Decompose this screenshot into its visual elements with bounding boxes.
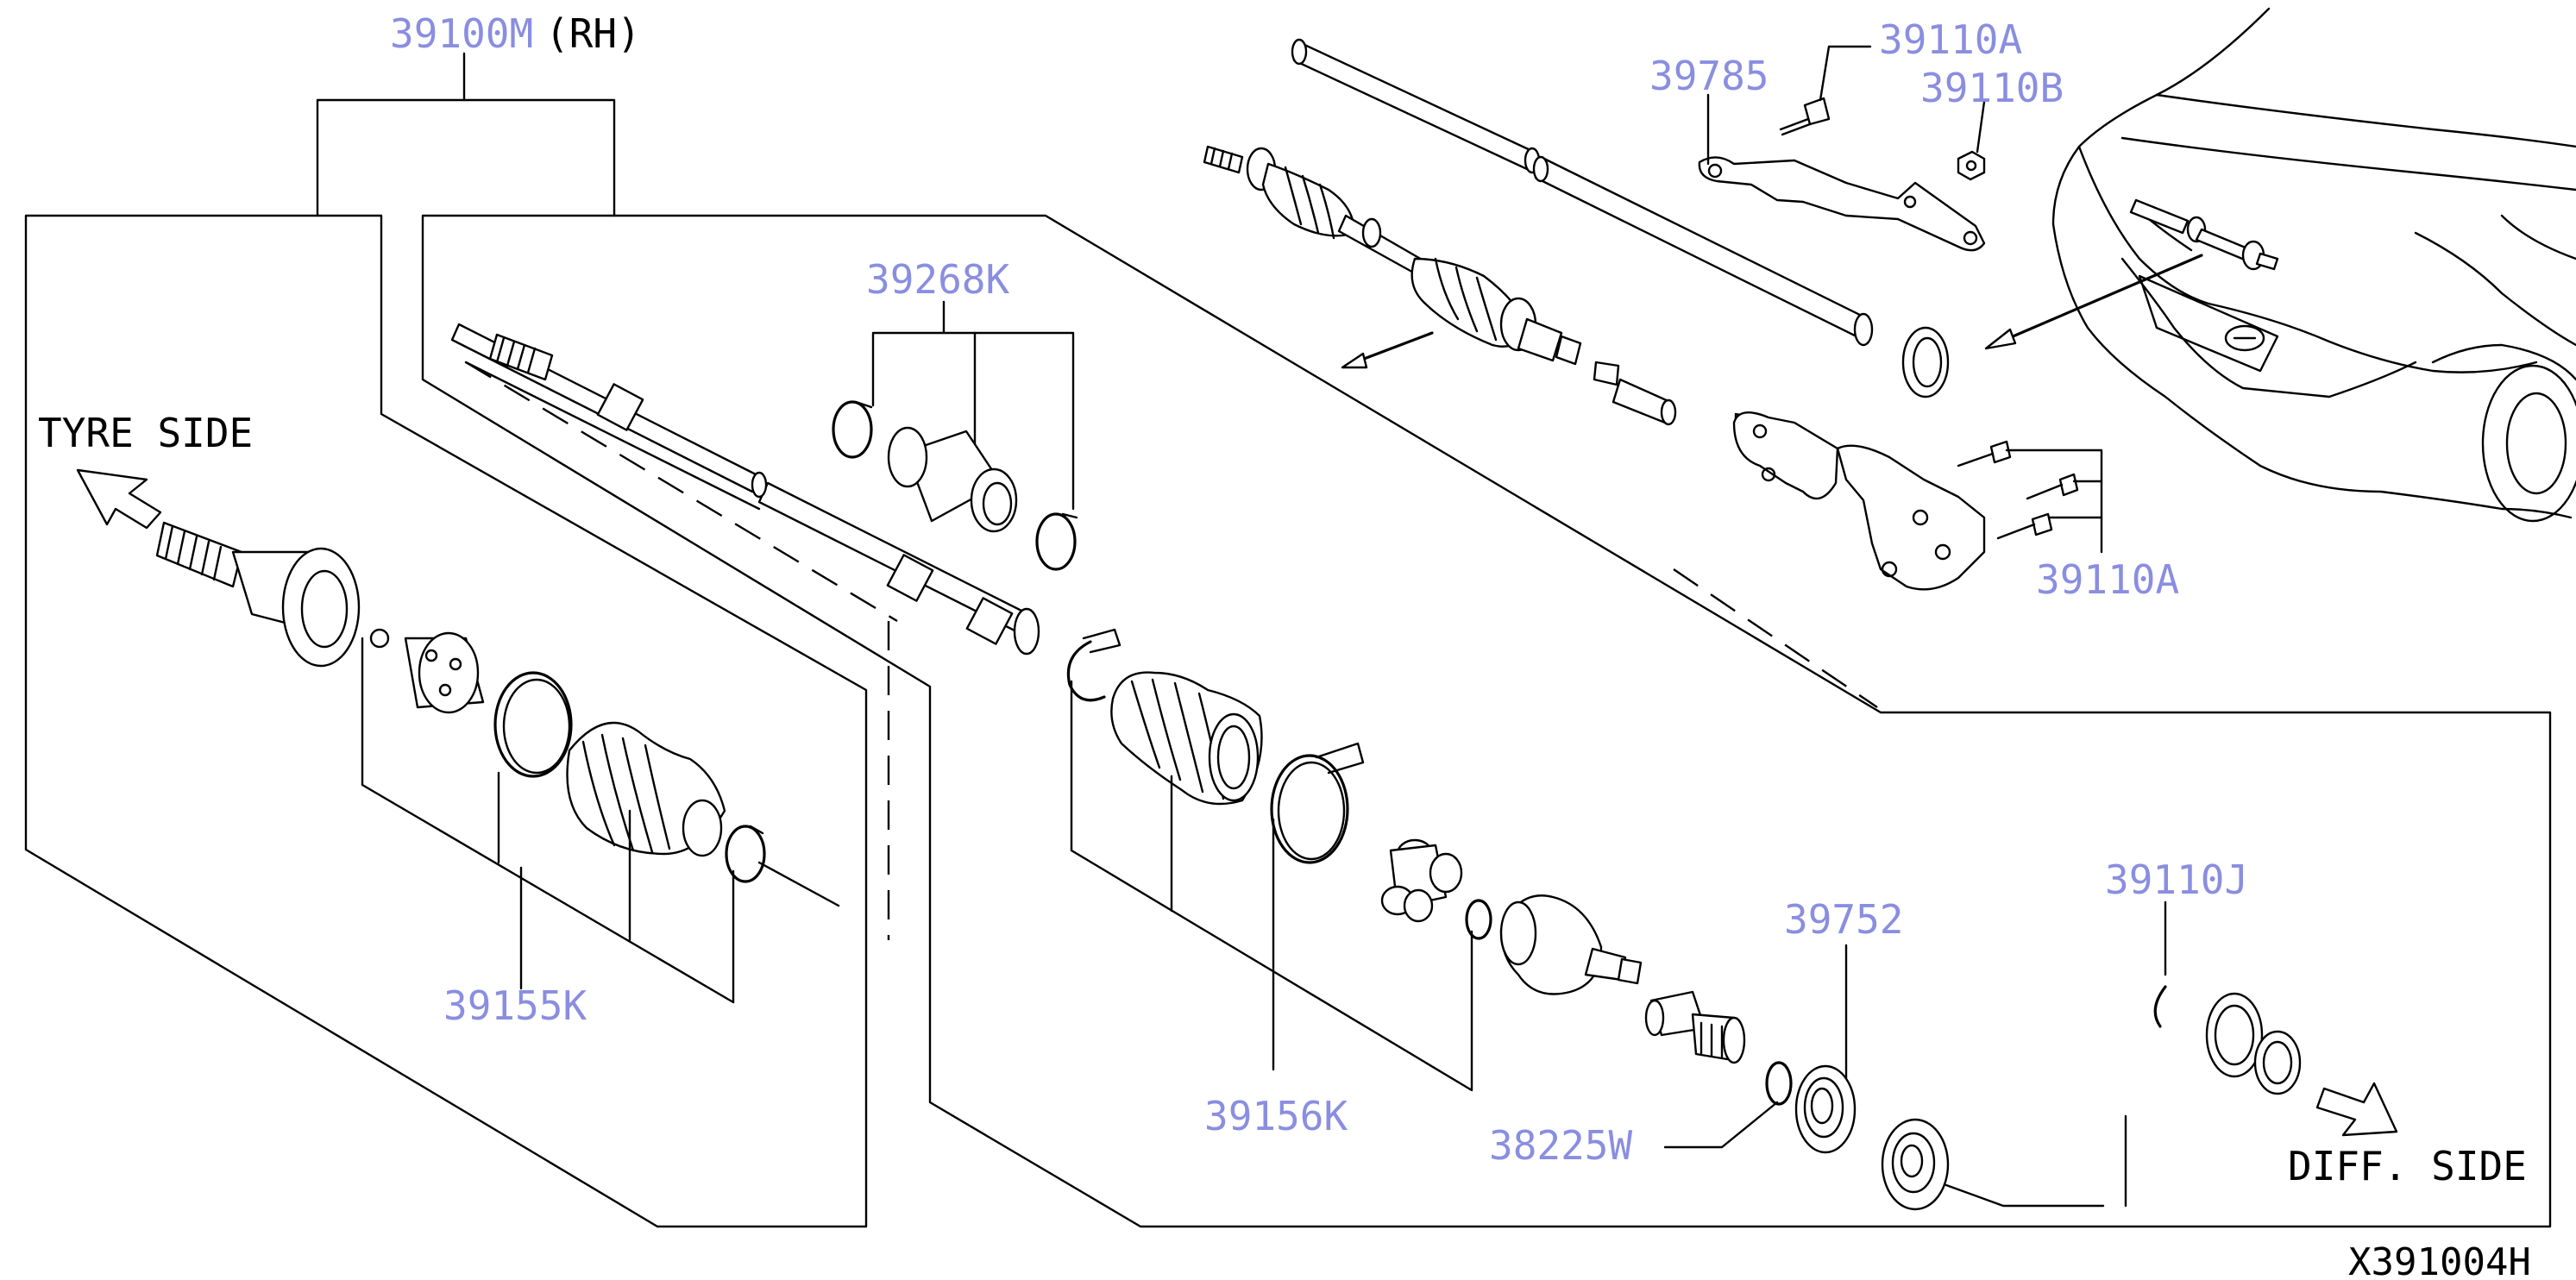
- band-kit-clamp-left: [832, 400, 873, 459]
- bearing: [1794, 1064, 1857, 1154]
- outer-boot-band-large: [493, 671, 573, 778]
- upper-bolt-leader: [1819, 45, 1872, 102]
- retainer-number[interactable]: 39110J: [2105, 856, 2248, 903]
- diff-side-group-outline: [421, 214, 2552, 1228]
- outer-boot-band-small: [725, 825, 766, 883]
- seal-ring: [1901, 326, 1950, 398]
- nut-leader: [1976, 100, 1986, 154]
- upper-bolt: [1779, 97, 1831, 136]
- band-kit-number[interactable]: 39268K: [866, 256, 1009, 303]
- vehicle-front-illustration: [2051, 7, 2576, 523]
- drawing-code: X391004H: [2348, 1240, 2531, 1280]
- outer-cv-joint: [155, 521, 390, 668]
- hidden-line-dashes: [465, 361, 1878, 940]
- diff-boot-kit-number[interactable]: 39156K: [1204, 1093, 1348, 1139]
- nut-number[interactable]: 39110B: [1920, 65, 2064, 111]
- diff-side-label: DIFF. SIDE: [2288, 1143, 2527, 1189]
- tyre-side-group-outline: [24, 214, 868, 1228]
- tyre-boot-kit-number[interactable]: 39155K: [443, 982, 587, 1029]
- tripod-joint: [1380, 838, 1463, 923]
- tyre-side-arrow-icon: [76, 468, 162, 530]
- assembled-shaft-view: [1291, 38, 1874, 347]
- inner-cv-housing: [1499, 894, 1643, 995]
- assembly-bracket: [316, 52, 616, 217]
- tyre-boot-kit-leader: [361, 637, 735, 1004]
- lower-bolts: [1957, 440, 2079, 540]
- diff-side-arrow-icon: [2315, 1082, 2398, 1137]
- tyre-side-label: TYRE SIDE: [38, 410, 253, 456]
- snap-ring-leader: [1663, 1101, 1779, 1149]
- band-kit-damper: [887, 426, 1018, 533]
- lower-bracket: [1732, 411, 1986, 591]
- vehicle-shaft-location: [2129, 198, 2279, 271]
- bearing-lower: [1881, 1118, 1950, 1211]
- assembled-driveshaft: [1203, 145, 1677, 426]
- diff-boot-kit-leader: [1070, 680, 1473, 1092]
- diff-retainer-ring-set: [2153, 985, 2302, 1095]
- outer-boot: [566, 721, 726, 857]
- diff-side-boot: [1110, 671, 1263, 806]
- tyre-side-centerline: [757, 861, 840, 907]
- snap-ring-inner: [1465, 899, 1492, 940]
- diff-boot-clip: [1066, 628, 1122, 702]
- diff-boot-band-large: [1270, 742, 1365, 864]
- lower-bolt-leader: [2005, 449, 2103, 554]
- upper-bolt-number[interactable]: 39110A: [1879, 16, 2022, 63]
- snap-ring-number[interactable]: 38225W: [1489, 1122, 1632, 1169]
- inner-stub-shaft: [1644, 990, 1746, 1064]
- nut: [1957, 150, 1986, 181]
- vehicle-pointer-arrow-icon: [1984, 254, 2203, 350]
- bracket-part: [1698, 156, 1986, 252]
- outer-joint-inner-race: [404, 631, 485, 714]
- assembly-side-label: (RH): [545, 10, 641, 57]
- band-kit-clamp-right: [1035, 512, 1078, 571]
- drive-shaft: [450, 323, 1040, 656]
- bracket-number[interactable]: 39785: [1649, 53, 1769, 99]
- band-kit-leader: [871, 300, 1075, 511]
- lower-bolt-number[interactable]: 39110A: [2036, 556, 2179, 603]
- bearing-lower-leader: [1945, 1183, 2105, 1208]
- assembly-part-number[interactable]: 39100M: [390, 10, 533, 57]
- bearing-number[interactable]: 39752: [1784, 896, 1903, 943]
- direction-arrow-icon: [1341, 331, 1434, 369]
- snap-ring: [1765, 1061, 1793, 1106]
